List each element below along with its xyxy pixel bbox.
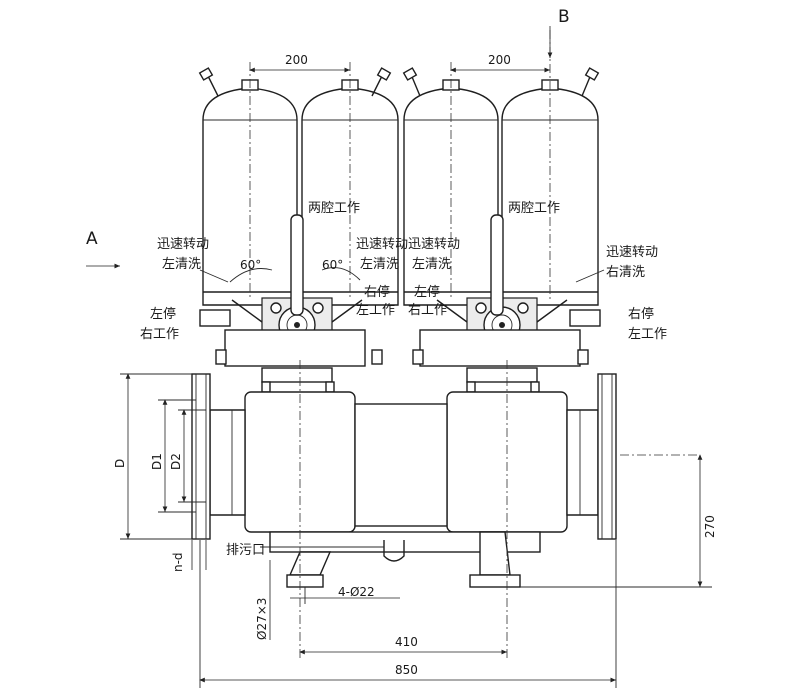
dim-top-200-right: 200 (450, 53, 550, 73)
valve-head-left (199, 214, 383, 393)
tank-1 (202, 79, 298, 306)
dim-270: 270 (520, 454, 717, 588)
tank-centerlines (249, 30, 551, 300)
callout-stop-mid-2: 左工作 (356, 303, 395, 318)
callout-rotate-left-2: 左清洗 (162, 257, 201, 272)
callout-stop-left-2: 右工作 (140, 327, 179, 342)
view-b-label: B (558, 7, 570, 27)
callout-stop-right-2: 左工作 (628, 327, 667, 342)
body-centerlines (299, 360, 700, 660)
dim-label-d1: D1 (150, 453, 164, 470)
callout-stop-mid2-2: 右工作 (408, 303, 447, 318)
angle-marks: 60° 60° (229, 258, 361, 283)
feet-and-drain (260, 531, 541, 588)
view-marker-a: A (86, 229, 120, 269)
angle-label-right: 60° (322, 258, 343, 272)
vent-valves (198, 67, 600, 97)
dim-label-bolt-holes: 4-Ø22 (338, 585, 375, 599)
dim-label-nd: n-d (171, 552, 185, 572)
callout-rotate-mid-2: 左清洗 (360, 257, 399, 272)
callout-rotate-mid2-2: 左清洗 (412, 257, 451, 272)
valve-head-right (412, 214, 601, 393)
dim-label-200-left: 200 (285, 53, 308, 67)
dim-label-d2: D2 (169, 453, 183, 470)
angle-label-left: 60° (240, 258, 261, 272)
dim-bolt-holes: 4-Ø22 (290, 585, 400, 604)
callouts: 两腔工作 两腔工作 迅速转动 左清洗 迅速转动 左清洗 迅速转动 左清洗 迅速转… (140, 201, 667, 558)
view-a-label: A (86, 229, 98, 249)
filter-housing (191, 373, 617, 540)
dim-label-d: D (113, 459, 127, 468)
callout-drain: 排污口 (226, 543, 265, 558)
dim-label-200-right: 200 (488, 53, 511, 67)
callout-stop-mid-1: 右停 (364, 284, 390, 300)
dim-label-410: 410 (395, 635, 418, 649)
callout-rotate-right-1: 迅速转动 (606, 245, 658, 260)
callout-both-work-right: 两腔工作 (508, 201, 560, 216)
callout-both-work-left: 两腔工作 (308, 201, 360, 216)
dim-top-200-left: 200 (249, 53, 350, 73)
callout-rotate-mid-1: 迅速转动 (356, 237, 408, 252)
callout-rotate-right-2: 右清洗 (606, 265, 645, 280)
dim-410: 410 (299, 635, 507, 655)
dim-pipe: Ø27×3 (255, 560, 271, 640)
callout-rotate-mid2-1: 迅速转动 (408, 237, 460, 252)
callout-stop-mid2-1: 左停 (414, 284, 440, 300)
callout-stop-left-1: 左停 (150, 306, 176, 322)
dim-label-pipe: Ø27×3 (255, 598, 269, 640)
dim-850: 850 (199, 540, 617, 688)
callout-rotate-left-1: 迅速转动 (157, 237, 209, 252)
dim-label-270: 270 (703, 515, 717, 538)
dim-label-850: 850 (395, 663, 418, 677)
view-marker-b: B (547, 7, 570, 58)
dim-d-group: D D1 D2 n-d (113, 373, 207, 572)
callout-stop-right-1: 右停 (628, 306, 654, 322)
